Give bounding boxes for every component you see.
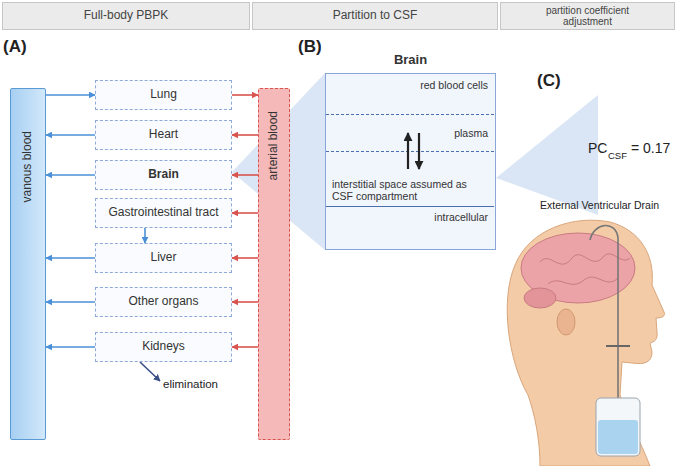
brain-folds <box>540 254 630 284</box>
node-text: Heart <box>149 128 178 142</box>
node-text: arterial blood <box>267 111 281 180</box>
panel-letter: (A) <box>3 38 27 57</box>
blood-flow-arrow <box>232 346 258 348</box>
node-text: interstitial space assumed as CSF compar… <box>332 178 488 202</box>
node-text: partition coefficient adjustment <box>532 5 644 28</box>
process-note: elimination <box>163 378 218 391</box>
blood-flow-arrow <box>232 301 258 303</box>
stopcock <box>606 345 630 347</box>
organ-box: Other organs <box>95 287 232 317</box>
blood-flow-arrow <box>232 257 258 259</box>
node-text: Liver <box>150 251 176 265</box>
blood-flow-arrow <box>144 228 146 243</box>
compartment-layer: plasma <box>326 114 494 151</box>
blood-flow-arrow <box>232 94 258 96</box>
brain-compartment-panel: Brainred blood cellsplasmainterstitial s… <box>325 73 496 250</box>
illustration-caption: External Ventricular Drain <box>540 200 659 212</box>
blood-flow-arrow <box>232 212 258 214</box>
node-text: vanous blood <box>21 131 35 202</box>
node-text: Brain <box>326 53 495 68</box>
head-illustration <box>507 220 664 466</box>
section-header: Full-body PBPK <box>2 2 250 30</box>
blood-flow-arrow <box>46 257 95 259</box>
equation-text: PC <box>588 141 607 156</box>
organ-box: Liver <box>95 243 232 273</box>
zoom-wedge <box>496 95 598 215</box>
elimination-arrow <box>140 362 160 381</box>
venous-blood-bar: vanous blood <box>10 88 46 440</box>
section-header: Partition to CSF <box>252 2 498 30</box>
compartment-layer: interstitial space assumed as CSF compar… <box>326 151 494 206</box>
node-text: Kidneys <box>142 340 185 354</box>
head-skin <box>507 220 664 466</box>
node-text: Gastrointestinal tract <box>108 206 218 220</box>
organ-box: Kidneys <box>95 332 232 362</box>
arterial-blood-bar: arterial blood <box>258 88 290 440</box>
node-text: plasma <box>454 127 488 139</box>
ear-shape <box>557 309 575 335</box>
node-text: intracellular <box>434 211 488 223</box>
compartment-layer: intracellular <box>326 206 494 248</box>
blood-flow-arrow <box>46 174 95 176</box>
node-text: Other organs <box>128 295 198 309</box>
node-text: Lung <box>150 88 177 102</box>
node-text: Brain <box>148 168 179 182</box>
node-text: red blood cells <box>420 79 488 91</box>
blood-flow-arrow <box>232 174 258 176</box>
section-header: partition coefficient adjustment <box>500 2 675 30</box>
blood-flow-arrow <box>46 134 95 136</box>
node-text: Full-body PBPK <box>84 9 169 23</box>
organ-box: Lung <box>95 80 232 110</box>
drain-tube <box>590 225 618 398</box>
panel-letter: (C) <box>537 72 561 91</box>
blood-flow-arrow <box>46 94 95 96</box>
drain-fluid <box>598 420 638 454</box>
organ-box: Brain <box>95 160 232 190</box>
blood-flow-arrow <box>46 301 95 303</box>
compartment-layer: red blood cells <box>326 74 494 114</box>
cerebellum-shape <box>524 288 556 308</box>
blood-flow-arrow <box>232 134 258 136</box>
node-text: Partition to CSF <box>333 9 418 23</box>
blood-flow-arrow <box>46 346 95 348</box>
organ-box: Heart <box>95 120 232 150</box>
equation-text: = 0.17 <box>631 141 670 156</box>
organ-box: Gastrointestinal tract <box>95 198 232 228</box>
panel-letter: (B) <box>298 38 322 57</box>
equation-subscript: CSF <box>608 151 627 161</box>
drain-bag <box>596 398 640 456</box>
